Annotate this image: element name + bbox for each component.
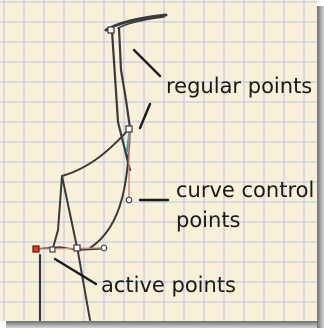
left-diagonal bbox=[61, 175, 91, 321]
regular-point-bottom[interactable] bbox=[73, 244, 81, 252]
panel-shadow-right bbox=[317, 6, 324, 328]
top-right-edge bbox=[117, 26, 132, 130]
points-layer bbox=[32, 26, 133, 253]
regular-point-mid[interactable] bbox=[125, 125, 133, 133]
upper-curve bbox=[61, 127, 131, 177]
panel-shadow-bottom bbox=[6, 321, 324, 328]
leader-regular-points-2 bbox=[138, 102, 152, 130]
left-edge bbox=[52, 175, 63, 249]
label-curve-control: curve control bbox=[176, 178, 314, 202]
label-active-points: active points bbox=[101, 273, 236, 297]
control-point-upper[interactable] bbox=[125, 196, 133, 204]
regular-point-active-neighbor[interactable] bbox=[49, 246, 56, 253]
leader-regular-points-1 bbox=[132, 48, 162, 78]
top-cap-brush-inner bbox=[117, 16, 165, 29]
grid-lines bbox=[0, 0, 317, 321]
control-point-lower[interactable] bbox=[100, 244, 108, 252]
control-handle-line-lower bbox=[35, 247, 105, 250]
label-curve-control-points: points bbox=[176, 208, 241, 232]
control-handles bbox=[35, 132, 130, 250]
active-point[interactable] bbox=[32, 245, 40, 253]
callout-leaders bbox=[53, 48, 170, 286]
top-left-edge bbox=[110, 29, 132, 172]
label-regular-points: regular points bbox=[166, 74, 312, 98]
leader-active-points bbox=[53, 257, 98, 286]
regular-point-top[interactable] bbox=[107, 26, 115, 34]
